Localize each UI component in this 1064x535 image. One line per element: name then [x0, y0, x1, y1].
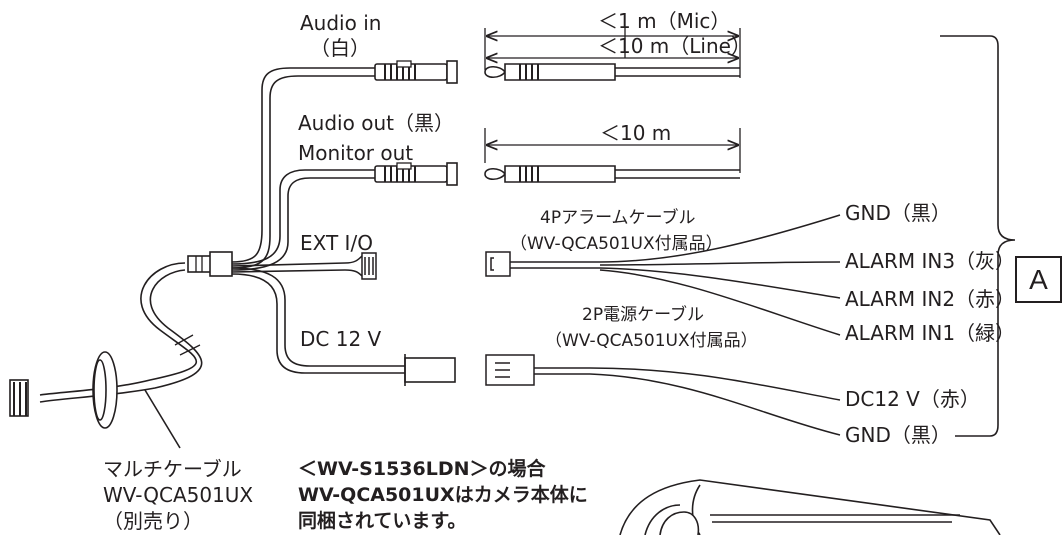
power-wire-dc: DC12 V（赤） — [845, 387, 980, 411]
alarm-wire-gnd: GND（黒） — [845, 201, 951, 225]
alarm-cable-connector — [485, 214, 841, 336]
multi-cable-model: WV-QCA501UX — [103, 483, 254, 507]
alarm-cable-model: （WV-QCA501UX付属品） — [510, 234, 723, 254]
audio-in-plug — [374, 60, 458, 84]
power-cable-model: （WV-QCA501UX付属品） — [545, 331, 758, 351]
alarm-wire-in1: ALARM IN1（緑） — [845, 321, 1016, 345]
power-wire-gnd: GND（黒） — [845, 423, 951, 447]
bundle-note-line1: ＜WV-S1536LDN＞の場合 — [298, 458, 546, 480]
alarm-wire-in2: ALARM IN2（赤） — [845, 287, 1016, 311]
cable-lines — [9, 67, 405, 449]
audio-mic-line-plug — [484, 63, 740, 81]
multi-cable-note: （別売り） — [103, 509, 203, 533]
multi-cable-name: マルチケーブル — [103, 457, 242, 481]
dc-label: DC 12 V — [300, 327, 382, 351]
audio-in-label: Audio in — [300, 11, 382, 35]
bundle-note-line2: WV-QCA501UXはカメラ本体に — [298, 484, 588, 506]
audio-out-plug — [374, 162, 458, 186]
line-length-label: ＜10 m（Line） — [598, 34, 751, 58]
camera-body — [619, 479, 1001, 535]
multi-cable-trunk — [39, 262, 198, 396]
audio-out-plug-ext — [484, 165, 740, 183]
dimension-lines — [484, 28, 741, 173]
monitor-out-label: Monitor out — [298, 141, 414, 165]
section-brace — [940, 35, 1016, 437]
power-cable-name: 2P電源ケーブル — [582, 305, 705, 325]
power-cable-connector — [485, 354, 841, 436]
section-badge: A — [1015, 256, 1062, 303]
ext-io-connector — [344, 252, 377, 280]
alarm-wire-in3: ALARM IN3（灰） — [845, 249, 1016, 273]
audio-out-label: Audio out（黒） — [298, 111, 454, 135]
out-length-label: ＜10 m — [600, 121, 672, 145]
bundle-note-line3: 同梱されています。 — [298, 510, 467, 532]
mic-length-label: ＜1 m（Mic） — [598, 9, 731, 33]
ext-io-label: EXT I/O — [300, 231, 373, 255]
alarm-cable-name: 4Pアラームケーブル — [540, 208, 696, 228]
dc-jack — [404, 354, 456, 386]
audio-in-color: （白） — [310, 36, 370, 60]
